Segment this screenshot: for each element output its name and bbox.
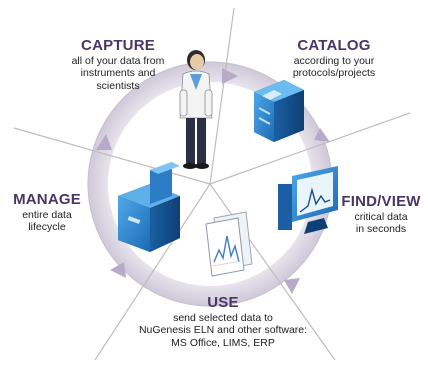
segment-catalog: CATALOG according to your protocols/proj… [272, 37, 396, 80]
segment-capture: CAPTURE all of your data from instrument… [52, 37, 184, 93]
find-view-desc-line-2: in seconds [355, 223, 407, 236]
segment-manage: MANAGE entire data lifecycle [4, 191, 90, 234]
use-title: USE [207, 294, 239, 311]
arrow-bottom-right-icon [284, 278, 300, 294]
database-icon [254, 80, 304, 142]
archive-box-icon [118, 162, 180, 252]
use-desc-line-3: MS Office, LIMS, ERP [171, 337, 275, 350]
catalog-desc-line-1: according to your [293, 54, 375, 67]
use-desc-line-2: NuGenesis ELN and other software: [138, 324, 308, 337]
capture-desc-line-3: scientists [96, 80, 140, 93]
capture-title: CAPTURE [81, 37, 155, 54]
manage-desc-line-2: lifecycle [28, 221, 66, 234]
segment-find-view: FIND/VIEW critical data in seconds [336, 193, 426, 236]
cycle-arrows [96, 68, 330, 294]
capture-desc-line-1: all of your data from [71, 54, 165, 67]
document-chart-icon [205, 211, 253, 277]
segment-dividers [13, 7, 411, 361]
manage-title: MANAGE [13, 191, 81, 208]
arrow-right-icon [314, 128, 330, 142]
manage-desc-line-1: entire data [22, 208, 72, 221]
use-desc-line-1: send selected data to [173, 311, 273, 324]
monitor-chart-icon [278, 166, 338, 234]
catalog-title: CATALOG [297, 37, 371, 54]
arrow-top-icon [222, 68, 238, 84]
find-view-title: FIND/VIEW [341, 193, 421, 210]
find-view-desc-line-1: critical data [354, 210, 408, 223]
catalog-desc-line-2: protocols/projects [292, 67, 376, 80]
scientist-icon [179, 50, 213, 169]
capture-desc-line-2: instruments and [80, 67, 156, 80]
arrow-left-icon [96, 134, 112, 150]
segment-use: USE send selected data to NuGenesis ELN … [118, 294, 328, 350]
arrow-bottom-left-icon [110, 262, 126, 278]
